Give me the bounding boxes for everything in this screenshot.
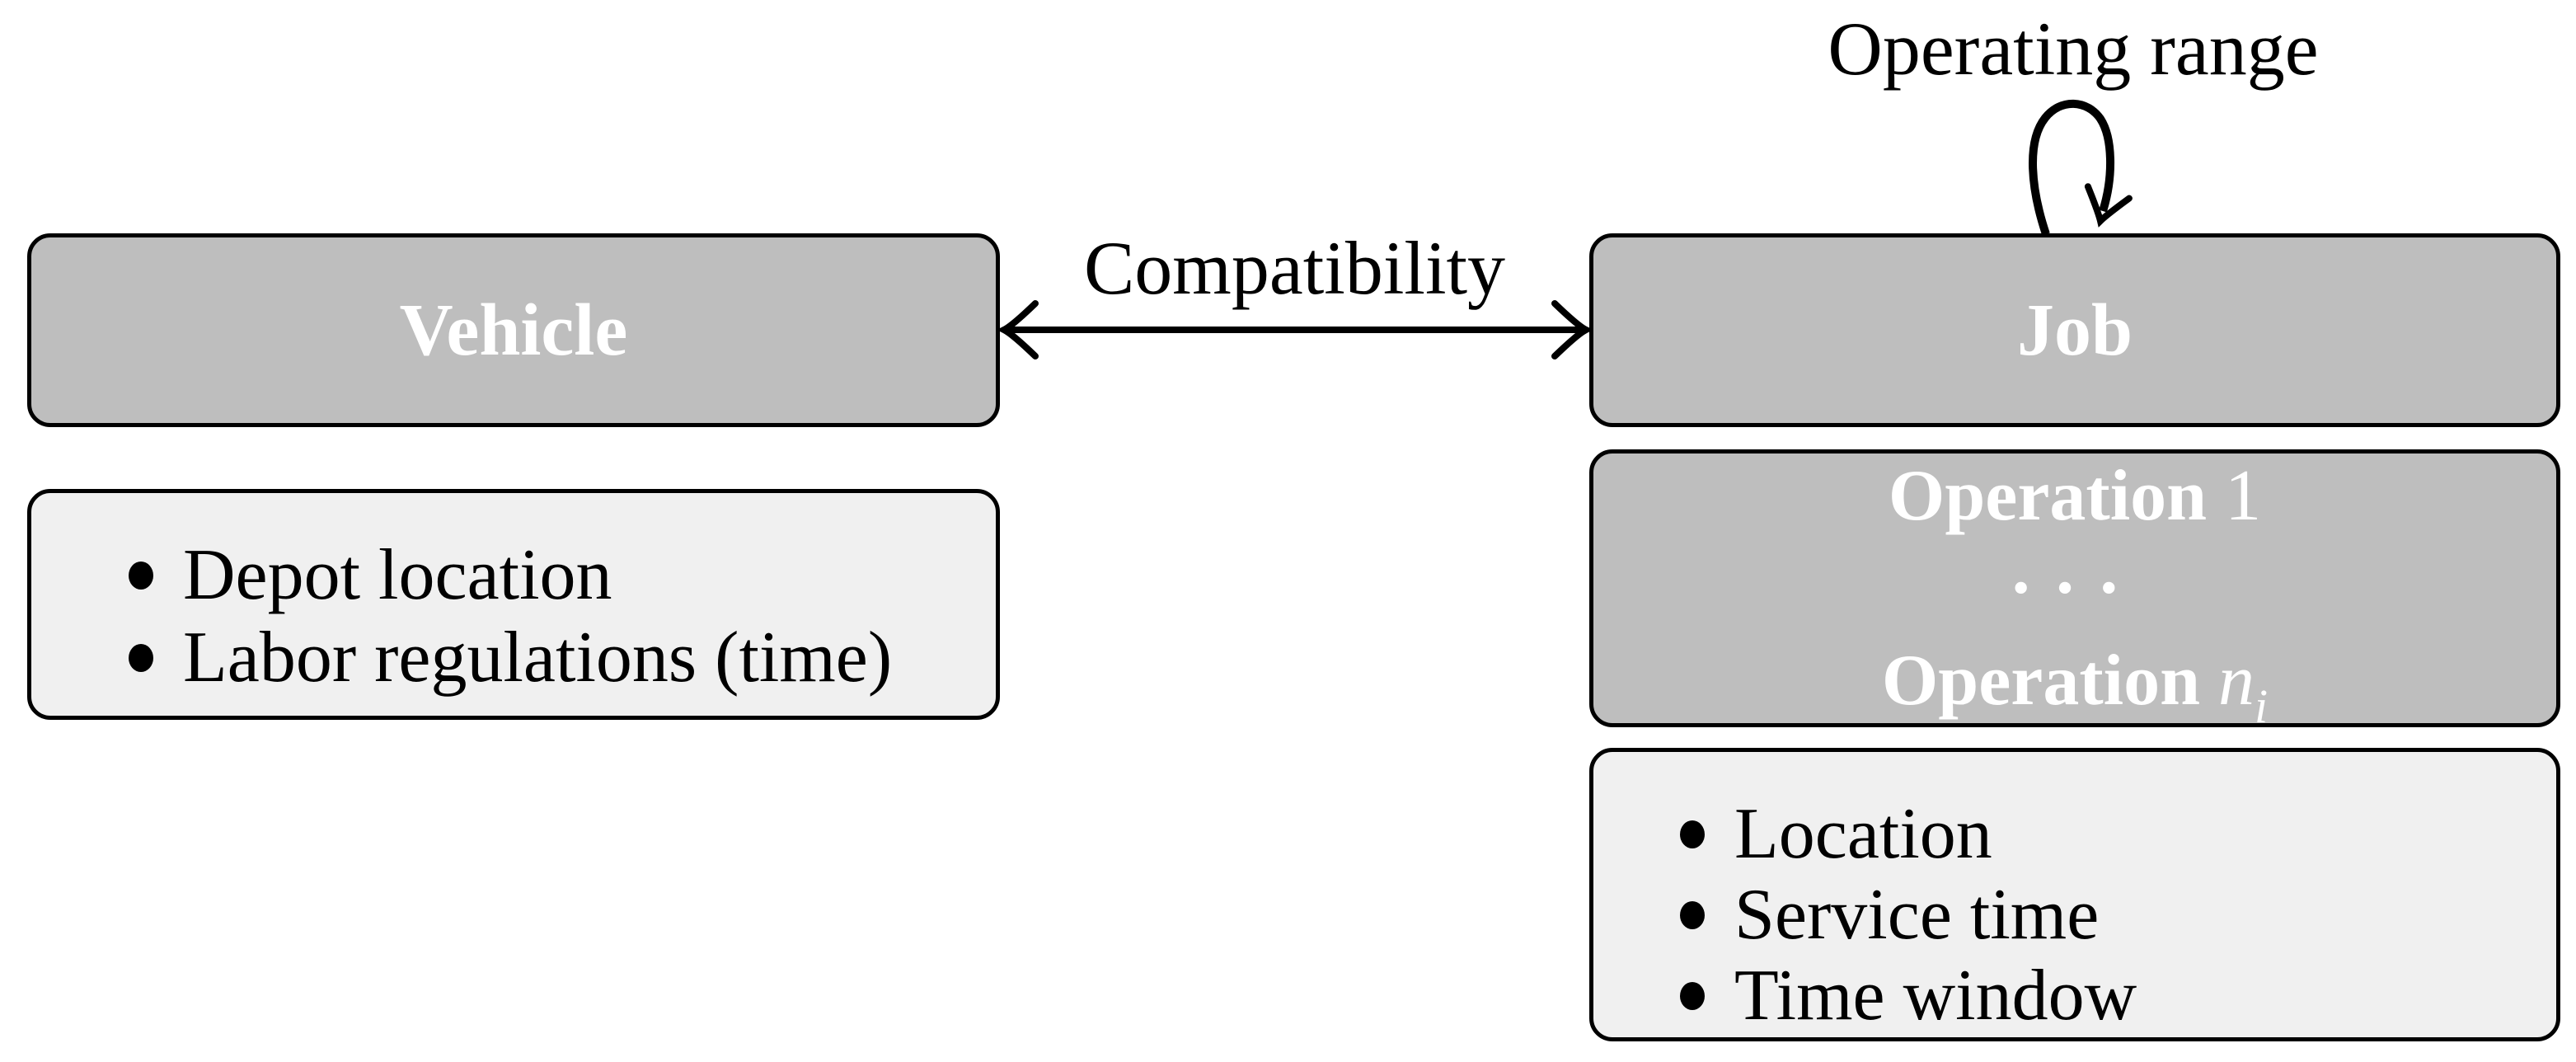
- vehicle-entity-box: Vehicle: [27, 233, 1000, 427]
- job-title: Job: [2016, 289, 2133, 371]
- bullet-icon: [1680, 901, 1705, 929]
- self-loop-arc: [2029, 99, 2115, 236]
- job-attribute-list: Location Service time Time window: [1593, 752, 2556, 1036]
- list-item: Time window: [1680, 956, 2556, 1036]
- attribute-label: Time window: [1734, 956, 2137, 1036]
- attribute-label: Depot location: [183, 535, 612, 615]
- bullet-icon: [129, 644, 153, 672]
- operating-range-loop-label: Operating range: [1828, 7, 2319, 91]
- self-loop-arrowhead-icon: [2084, 183, 2133, 228]
- list-item: Depot location: [129, 534, 996, 617]
- operation-first-line: Operation 1: [1888, 455, 2262, 536]
- list-item: Service time: [1680, 875, 2556, 956]
- compatibility-edge-label: Compatibility: [1083, 226, 1506, 310]
- job-operations-box: Operation 1 ··· Operation ni: [1589, 449, 2560, 733]
- attribute-label: Labor regulations (time): [183, 618, 893, 698]
- vehicle-title: Vehicle: [399, 289, 628, 371]
- job-attributes-box: Location Service time Time window: [1589, 748, 2560, 1041]
- bullet-icon: [1680, 820, 1705, 848]
- bullet-icon: [129, 562, 153, 590]
- list-item: Labor regulations (time): [129, 617, 996, 699]
- list-item: Location: [1680, 794, 2556, 875]
- vehicle-attributes-box: Depot location Labor regulations (time): [27, 489, 1000, 720]
- operation-lines: Operation 1 ··· Operation ni: [1593, 453, 2556, 733]
- vehicle-attribute-list: Depot location Labor regulations (time): [31, 493, 996, 699]
- attribute-label: Location: [1734, 794, 1992, 874]
- job-entity-box: Job: [1589, 233, 2560, 427]
- bullet-icon: [1680, 982, 1705, 1010]
- operation-last-line: Operation ni: [1881, 640, 2269, 733]
- operation-ellipsis: ···: [2008, 547, 2142, 628]
- attribute-label: Service time: [1734, 875, 2100, 955]
